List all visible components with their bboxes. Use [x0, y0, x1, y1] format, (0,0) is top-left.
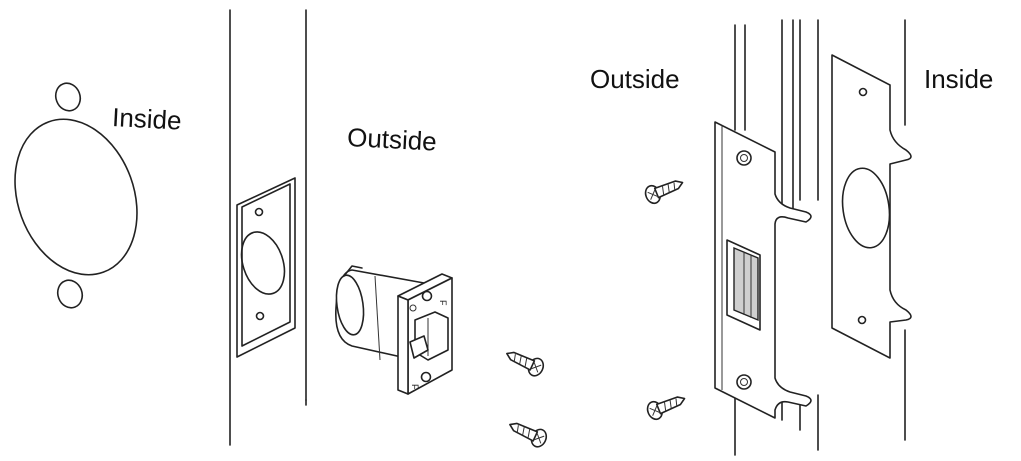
inside-top-screw-hole	[54, 82, 82, 112]
strike-screw-upper	[644, 180, 684, 205]
latch-mark-bottom: F	[410, 384, 420, 390]
edge-screw-hole-top	[254, 207, 264, 217]
latch-faceplate-screw-hole-top	[421, 290, 433, 302]
latch-screw-lower	[509, 422, 548, 448]
edge-mortise-inner	[241, 183, 291, 347]
latch-assembly: F F	[335, 265, 453, 395]
inside-label-left: Inside	[111, 102, 183, 136]
strike-screw-lower	[646, 396, 686, 421]
latch-housing-tab	[343, 265, 363, 277]
strike-plate-screw-hole-bottom	[736, 374, 752, 390]
outside-label-right: Outside	[590, 64, 680, 94]
door-frame-jamb	[734, 19, 819, 456]
edge-screw-hole-bottom	[255, 311, 265, 321]
latch-bolt-dead	[409, 335, 429, 359]
frame-screw-hole-bottom	[857, 315, 867, 325]
inside-label-right: Inside	[924, 64, 994, 94]
inside-door-face-panel	[14, 82, 138, 309]
outside-label-middle: Outside	[346, 122, 438, 157]
edge-cross-bore	[240, 231, 286, 295]
inside-bore-hole	[14, 118, 138, 276]
latch-mark-top: F	[438, 300, 448, 306]
frame-strike-mortise	[831, 54, 912, 359]
latch-screw-upper	[506, 351, 545, 377]
strike-plate-screw-hole-top	[736, 150, 752, 166]
latch-housing-end	[335, 274, 365, 336]
door-edge-panel	[229, 9, 307, 446]
frame-screw-hole-top	[858, 87, 868, 97]
latch-faceplate-screw-hole-bottom	[420, 371, 432, 383]
latch-faceplate-side	[397, 295, 409, 395]
strike-plate	[714, 121, 812, 419]
strike-plate-body	[714, 121, 812, 419]
edge-mortise-outline	[236, 177, 296, 358]
inside-frame-panel	[831, 19, 912, 441]
frame-bore-recess	[841, 167, 891, 249]
inside-bottom-screw-hole	[56, 279, 84, 309]
